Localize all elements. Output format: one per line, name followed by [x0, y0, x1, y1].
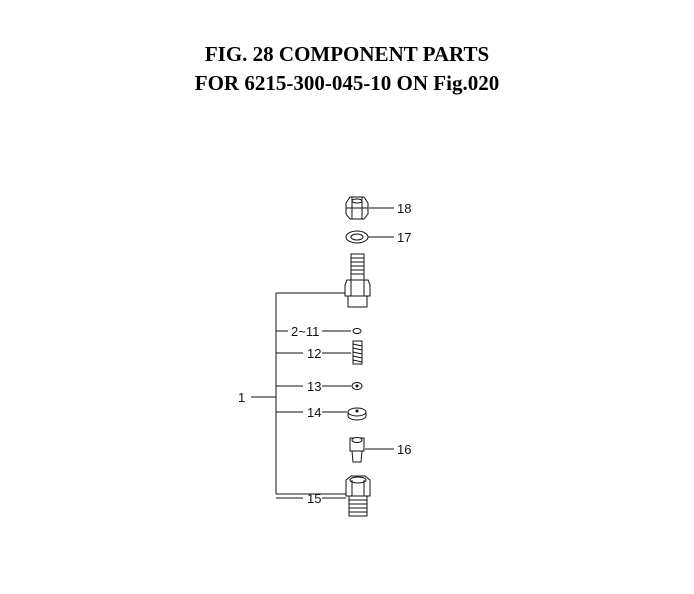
callout-1: 1 [238, 390, 245, 405]
part-16-nozzle [349, 437, 365, 463]
figure-title-line-1: FIG. 28 COMPONENT PARTS [204, 42, 490, 66]
part-18-nut [345, 196, 369, 220]
nozzle-holder-body [344, 253, 371, 308]
part-2-11-shim [352, 328, 362, 334]
callout-17: 17 [397, 230, 411, 245]
callout-16: 16 [397, 442, 411, 457]
callout-13: 13 [307, 379, 321, 394]
part-12-spring [352, 340, 363, 365]
callout-2-11: 2~11 [291, 324, 319, 339]
callout-14: 14 [307, 405, 321, 420]
part-17-washer [345, 230, 369, 244]
part-15-retaining-nut [345, 475, 371, 517]
callout-15: 15 [307, 491, 321, 506]
part-13-seat [351, 382, 363, 390]
callout-18: 18 [397, 201, 411, 216]
figure-title-line-2: FOR 6215-300-045-10 ON Fig.020 [194, 71, 500, 95]
assembly-bracket [251, 292, 346, 499]
callout-12: 12 [307, 346, 321, 361]
part-14-distance-piece [347, 407, 367, 421]
